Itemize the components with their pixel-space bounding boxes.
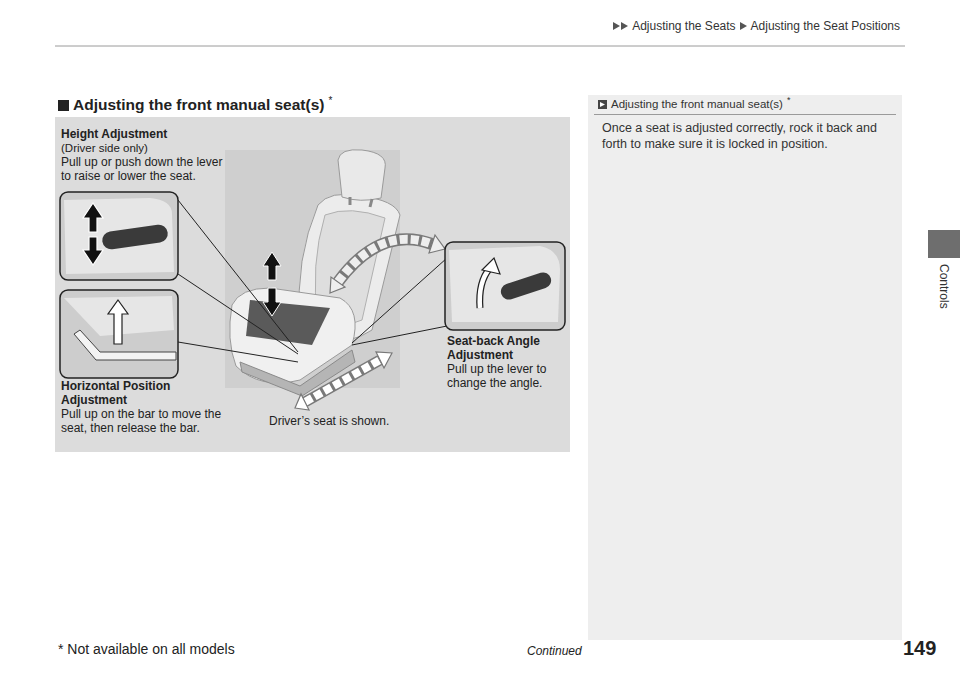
breadcrumb: Adjusting the Seats Adjusting the Seat Po… [612,19,900,33]
callout-heading: Seat-back Angle Adjustment [447,334,565,362]
continued-note: Continued [527,644,582,658]
reference-icon [598,100,607,109]
callout-group: Seat-back Angle AdjustmentPull up the le… [447,334,565,390]
page-number: 149 [903,637,936,660]
heading-text: Adjusting the front manual seat(s) [73,96,324,114]
breadcrumb-text: Adjusting the Seats [632,19,735,33]
footnote-mark: * [328,95,332,106]
section-heading: Adjusting the front manual seat(s) * [58,96,332,114]
heading-square [58,100,69,111]
callout-heading: Height Adjustment [61,127,229,141]
callout-heading: Horizontal Position Adjustment [61,379,229,407]
footnote-mark: * [787,95,791,105]
callout-group: Height Adjustment(Driver side only)Pull … [61,127,229,183]
callout-group: Horizontal Position AdjustmentPull up on… [61,379,229,435]
note-sidebar: Adjusting the front manual seat(s) * Once … [588,95,902,640]
callout-body: Pull up on the bar to move the seat, the… [61,407,229,435]
breadcrumb-text: Adjusting the Seat Positions [751,19,900,33]
tab-text: Controls [937,264,950,309]
illustration-panel: Height Adjustment(Driver side only)Pull … [55,117,570,452]
breadcrumb-arrows [612,21,629,31]
callout-body: Pull up or push down the lever to raise … [61,155,229,183]
breadcrumb-arrow [739,21,748,31]
image-caption: Driver’s seat is shown. [269,414,439,428]
note-body: Once a seat is adjusted correctly, rock … [602,120,894,152]
note-heading: Adjusting the front manual seat(s) [611,98,783,110]
callout-body: Pull up the lever to change the angle. [447,362,565,390]
callout-note: (Driver side only) [61,141,229,155]
note-rule [594,114,896,115]
footnote: * Not available on all models [58,641,235,657]
callout-group: Driver’s seat is shown. [269,414,439,428]
tab-block [928,230,960,258]
section-tab: Controls [928,230,960,325]
note-heading-row: Adjusting the front manual seat(s) * [598,98,790,110]
